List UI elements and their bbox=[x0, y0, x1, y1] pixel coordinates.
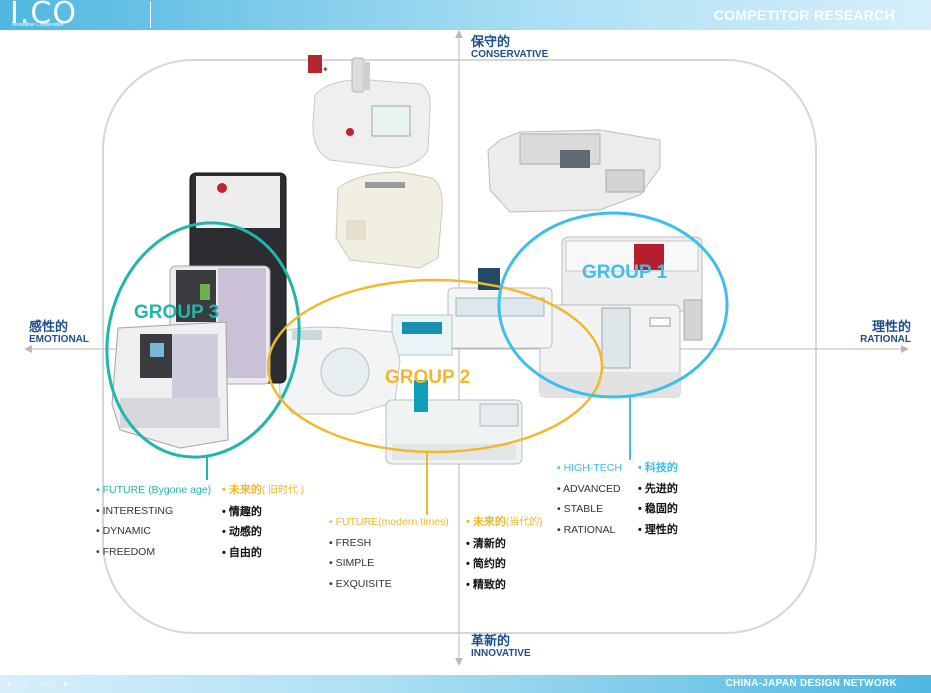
axis-top-en: CONSERVATIVE bbox=[471, 49, 549, 60]
axis-right-label: 理性的 RATIONAL bbox=[860, 320, 911, 346]
list-item: • FREEDOM bbox=[96, 545, 156, 558]
axis-left-en: EMOTIONAL bbox=[29, 334, 89, 345]
group-1-keywords-cn: • 科技的 • 先进的 • 稳固的 • 理性的 bbox=[638, 458, 678, 540]
list-item: • FUTURE(modern times) bbox=[329, 516, 449, 528]
axis-bottom-en: INNOVATIVE bbox=[471, 648, 531, 659]
divider bbox=[150, 2, 151, 28]
group-3-label: GROUP 3 bbox=[134, 302, 220, 323]
arrow-down-icon bbox=[455, 658, 463, 666]
list-item: • 简约的 bbox=[466, 558, 506, 570]
logo: I.CO bbox=[10, 0, 77, 31]
group-1-label: GROUP 1 bbox=[582, 262, 668, 283]
axis-left-cn: 感性的 bbox=[29, 319, 69, 334]
group-2-keywords-en: • FUTURE(modern times) • FRESH • SIMPLE … bbox=[329, 512, 449, 594]
header-bar: I.CO Innovative Cooperation COMPETITOR R… bbox=[0, 0, 931, 31]
list-item: • FRESH bbox=[329, 536, 372, 549]
footer-bar: ◂ ∕ ▭ ▸ CHINA-JAPAN DESIGN NETWORK bbox=[0, 675, 931, 693]
list-item: • SIMPLE bbox=[329, 557, 375, 569]
group-3-keywords-en: • FUTURE (Bygone age) • INTERESTING • DY… bbox=[96, 480, 211, 562]
group-1-keywords-en: • HIGH-TECH • ADVANCED • STABLE • RATION… bbox=[557, 458, 622, 540]
list-item: • 理性的 bbox=[638, 523, 678, 536]
brand-mark-icon: ✦ bbox=[308, 55, 329, 74]
group-1-ellipse bbox=[497, 211, 729, 399]
list-item: • 精致的 bbox=[466, 578, 506, 591]
axis-bottom-label: 革新的 INNOVATIVE bbox=[471, 634, 531, 660]
axis-bottom-cn: 革新的 bbox=[471, 633, 511, 648]
logo-subtitle: Innovative Cooperation bbox=[12, 22, 64, 28]
product-image bbox=[277, 326, 401, 415]
axis-top-label: 保守的 CONSERVATIVE bbox=[471, 35, 548, 61]
list-item: • 清新的 bbox=[466, 537, 506, 550]
axis-left-label: 感性的 EMOTIONAL bbox=[29, 320, 89, 346]
product-image bbox=[312, 57, 431, 169]
page-title: COMPETITOR RESEARCH bbox=[713, 7, 895, 23]
arrow-up-icon bbox=[455, 30, 463, 38]
axis-right-en: RATIONAL bbox=[860, 334, 911, 345]
list-item: • DYNAMIC bbox=[96, 525, 152, 537]
list-item: • INTERESTING bbox=[96, 504, 174, 517]
list-item: • 科技的 bbox=[638, 462, 678, 474]
product-image bbox=[561, 236, 703, 341]
list-item: • HIGH-TECH bbox=[557, 462, 622, 474]
group-3-keywords-cn: • 未来的( 旧时代 ) • 情趣的 • 动感的 • 自由的 bbox=[222, 480, 304, 563]
list-item: • 先进的 bbox=[638, 482, 678, 495]
list-item: • 自由的 bbox=[222, 546, 262, 559]
product-image bbox=[539, 304, 681, 398]
list-item: • 情趣的 bbox=[222, 505, 262, 518]
axis-top-cn: 保守的 bbox=[471, 34, 511, 49]
list-item: • 未来的( 旧时代 ) bbox=[222, 484, 305, 496]
footer-title: CHINA-JAPAN DESIGN NETWORK bbox=[725, 678, 897, 689]
list-item: • FUTURE (Bygone age) bbox=[96, 484, 212, 496]
svg-text:✦: ✦ bbox=[322, 65, 329, 74]
slide-nav-icons[interactable]: ◂ ∕ ▭ ▸ bbox=[6, 678, 75, 688]
list-item: • STABLE bbox=[557, 503, 604, 515]
list-item: • ADVANCED bbox=[557, 482, 621, 495]
arrow-left-icon bbox=[24, 345, 32, 353]
group-2-ellipse bbox=[266, 278, 604, 454]
group-3-ellipse bbox=[105, 221, 301, 459]
arrow-right-icon bbox=[901, 345, 909, 353]
group-2-label: GROUP 2 bbox=[385, 367, 471, 388]
list-item: • RATIONAL bbox=[557, 523, 616, 536]
group-2-keywords-cn: • 未来的(当代的) • 清新的 • 简约的 • 精致的 bbox=[466, 512, 543, 595]
product-image bbox=[335, 171, 443, 269]
axis-right-cn: 理性的 bbox=[871, 319, 911, 334]
product-image bbox=[111, 321, 229, 449]
list-item: • 未来的(当代的) bbox=[466, 516, 543, 528]
list-item: • EXQUISITE bbox=[329, 577, 392, 590]
list-item: • 动感的 bbox=[222, 526, 262, 538]
list-item: • 稳固的 bbox=[638, 503, 678, 515]
product-image bbox=[487, 129, 661, 213]
